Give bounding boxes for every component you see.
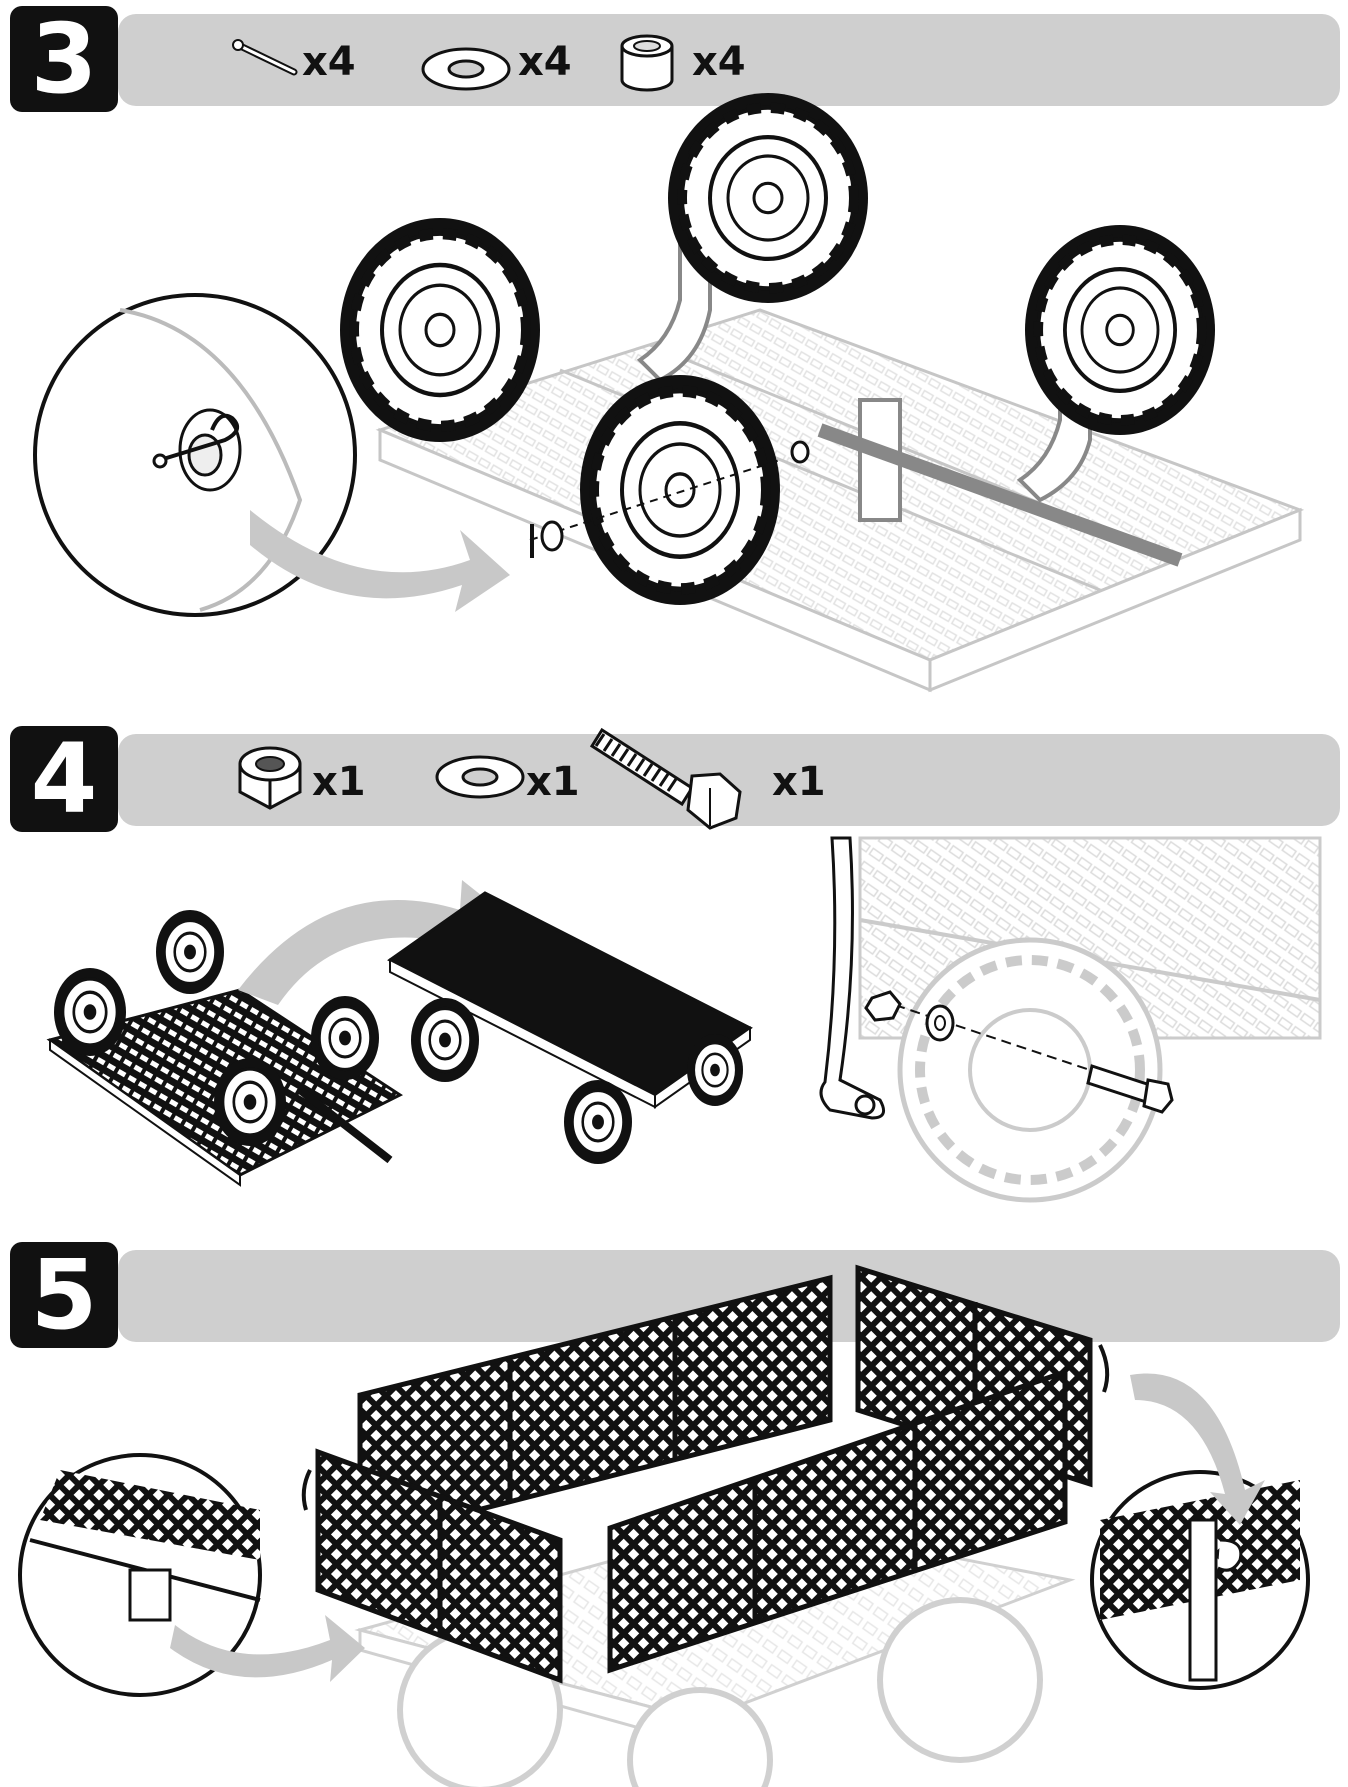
hex-bolt-icon — [589, 727, 742, 830]
step-5-number: 5 — [10, 1242, 118, 1348]
step-3-part-3-qty: x4 — [692, 39, 746, 85]
lock-nut-icon — [238, 746, 302, 810]
direction-arrow — [250, 510, 510, 612]
panel-hook-detail-callout — [1090, 1470, 1310, 1690]
axle-bushing-icon — [620, 34, 674, 92]
step-4-number: 4 — [10, 726, 118, 832]
step-3-part-1-qty: x4 — [302, 39, 356, 85]
flat-washer-icon — [435, 755, 525, 799]
step-4-hitch-assembly-illustration — [46, 836, 1322, 1203]
step-3-header-bar — [118, 14, 1340, 106]
step-5-side-panel-assembly-illustration — [18, 1264, 1310, 1787]
direction-arrow — [1130, 1373, 1265, 1525]
direction-arrow — [170, 1615, 365, 1682]
cotter-pin-icon — [232, 39, 298, 76]
step-4-part-2-qty: x1 — [526, 759, 580, 805]
step-3-part-2-qty: x4 — [518, 39, 572, 85]
step-4-part-3-qty: x1 — [772, 759, 826, 805]
step-3-wheel-assembly-illustration — [33, 100, 1305, 693]
step-3-number: 3 — [10, 6, 118, 112]
flat-washer-icon — [421, 47, 511, 91]
step-4-part-1-qty: x1 — [312, 759, 366, 805]
panel-bracket-detail-callout — [18, 1453, 262, 1697]
